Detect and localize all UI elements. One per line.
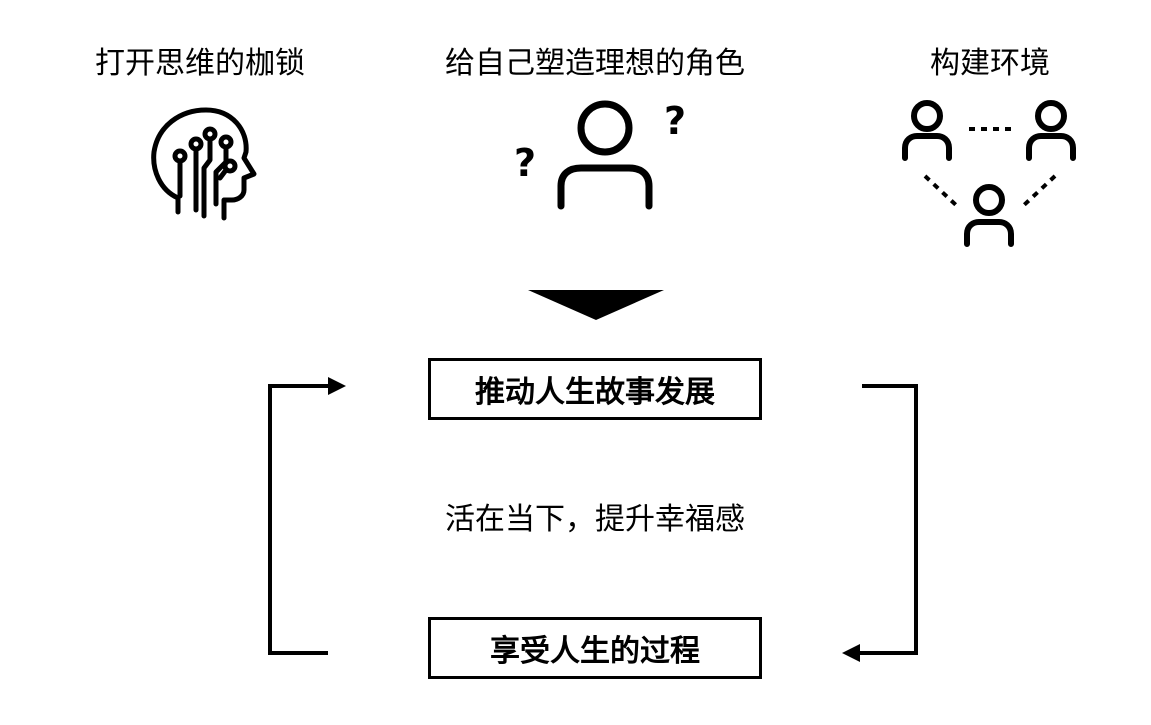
right-forward-arrow-line bbox=[858, 384, 918, 655]
enjoy-life-process-box: 享受人生的过程 bbox=[428, 617, 762, 679]
head-circuit-icon bbox=[151, 107, 257, 221]
heading-open-mind: 打开思维的枷锁 bbox=[95, 46, 305, 81]
advance-life-story-box: 推动人生故事发展 bbox=[428, 358, 762, 420]
right-arrowhead bbox=[842, 644, 860, 662]
question-mark-left: ? bbox=[514, 141, 536, 185]
down-triangle-icon bbox=[528, 290, 664, 320]
heading-ideal-role: 给自己塑造理想的角色 bbox=[445, 46, 745, 81]
people-network-icon bbox=[902, 100, 1076, 247]
person-question-icon: ? ? bbox=[514, 99, 686, 210]
left-arrowhead bbox=[328, 377, 346, 395]
left-return-arrow-line bbox=[268, 384, 330, 655]
live-present-text: 活在当下，提升幸福感 bbox=[445, 502, 745, 537]
heading-build-environment: 构建环境 bbox=[930, 46, 1050, 81]
question-mark-right: ? bbox=[664, 99, 686, 143]
